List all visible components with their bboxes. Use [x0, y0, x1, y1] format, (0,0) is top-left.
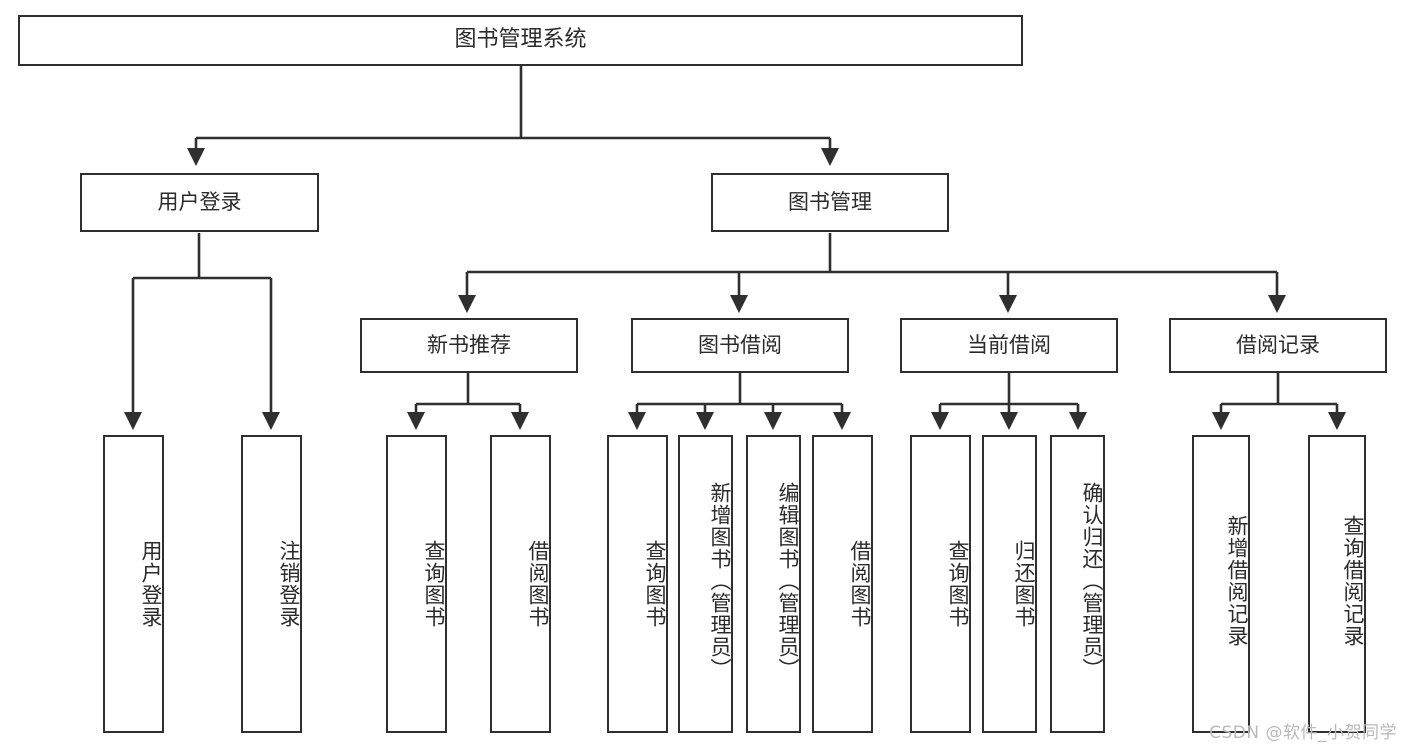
node-user-login[interactable]: 用户登录	[80, 173, 319, 232]
node-borrow-record[interactable]: 借阅记录	[1169, 318, 1387, 373]
leaf-add-record[interactable]: 新增借阅记录	[1192, 435, 1250, 733]
leaf-logout-label: 注销登录	[277, 540, 301, 628]
node-book-manage-label: 图书管理	[788, 189, 872, 214]
leaf-confirm-return-label: 确认归还（管理员）	[1080, 482, 1104, 680]
node-book-manage[interactable]: 图书管理	[711, 173, 949, 232]
leaf-borrow-book-2[interactable]: 借阅图书	[812, 435, 873, 733]
leaf-edit-book-label: 编辑图书（管理员）	[776, 482, 800, 680]
leaf-add-book[interactable]: 新增图书（管理员）	[678, 435, 733, 733]
leaf-query-record[interactable]: 查询借阅记录	[1308, 435, 1366, 733]
node-book-borrow[interactable]: 图书借阅	[631, 318, 849, 373]
leaf-add-book-label: 新增图书（管理员）	[708, 482, 732, 680]
node-current-borrow[interactable]: 当前借阅	[900, 318, 1118, 373]
leaf-query-book-1-label: 查询图书	[422, 540, 446, 628]
node-root-label: 图书管理系统	[454, 27, 587, 53]
leaf-borrow-book-1[interactable]: 借阅图书	[490, 435, 551, 733]
leaf-query-book-3-label: 查询图书	[946, 540, 970, 628]
leaf-user-login[interactable]: 用户登录	[103, 435, 164, 733]
leaf-edit-book[interactable]: 编辑图书（管理员）	[746, 435, 801, 733]
leaf-borrow-book-2-label: 借阅图书	[848, 540, 872, 628]
leaf-user-login-label: 用户登录	[139, 540, 163, 628]
leaf-confirm-return[interactable]: 确认归还（管理员）	[1050, 435, 1105, 733]
leaf-add-record-label: 新增借阅记录	[1225, 515, 1249, 647]
leaf-logout[interactable]: 注销登录	[241, 435, 302, 733]
node-borrow-record-label: 借阅记录	[1236, 332, 1320, 357]
node-new-book-rec-label: 新书推荐	[427, 332, 511, 357]
leaf-query-book-1[interactable]: 查询图书	[386, 435, 447, 733]
node-root[interactable]: 图书管理系统	[18, 15, 1023, 66]
leaf-return-book[interactable]: 归还图书	[982, 435, 1037, 733]
node-user-login-label: 用户登录	[157, 189, 242, 214]
leaf-query-book-2-label: 查询图书	[643, 540, 667, 628]
leaf-query-book-3[interactable]: 查询图书	[910, 435, 971, 733]
leaf-return-book-label: 归还图书	[1012, 540, 1036, 628]
leaf-query-record-label: 查询借阅记录	[1341, 515, 1365, 647]
node-book-borrow-label: 图书借阅	[698, 332, 782, 357]
leaf-borrow-book-1-label: 借阅图书	[526, 540, 550, 628]
watermark: CSDN @软件_小贺同学	[1209, 723, 1397, 743]
leaf-query-book-2[interactable]: 查询图书	[607, 435, 668, 733]
node-new-book-rec[interactable]: 新书推荐	[360, 318, 578, 373]
node-current-borrow-label: 当前借阅	[967, 332, 1051, 357]
